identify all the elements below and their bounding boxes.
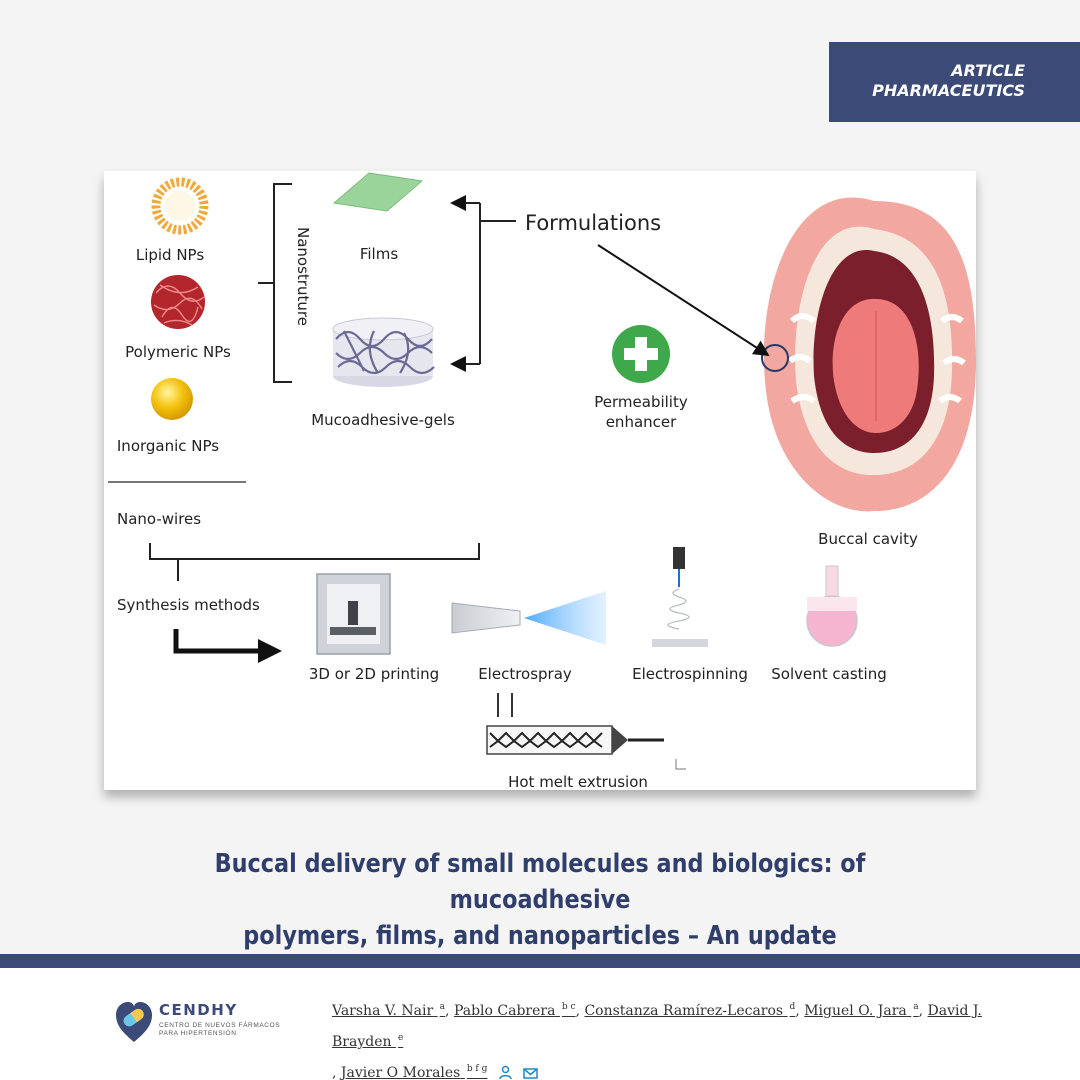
person-icon[interactable]: [498, 1065, 513, 1080]
logo-subtitle-1: CENTRO DE NUEVOS FÁRMACOS: [159, 1022, 280, 1030]
lipid-nps-label: Lipid NPs: [136, 246, 204, 264]
mucoadhesive-gels-label: Mucoadhesive-gels: [311, 411, 455, 429]
solvent-flask-icon: [807, 566, 857, 646]
author-link[interactable]: Javier O Morales b f g: [341, 1065, 487, 1080]
logo-subtitle-2: PARA HIPERTENSIÓN: [159, 1030, 280, 1038]
author-list: Varsha V. Nair a, Pablo Cabrera b c, Con…: [332, 994, 1032, 1080]
formulations-label: Formulations: [525, 211, 661, 235]
inorganic-np-icon: [151, 378, 193, 420]
electrospinning-label: Electrospinning: [632, 665, 748, 683]
printing-label: 3D or 2D printing: [309, 665, 439, 683]
author-link[interactable]: Pablo Cabrera b c: [454, 1003, 576, 1019]
hot-melt-extrusion-label: Hot melt extrusion: [508, 773, 648, 790]
nano-wires-label: Nano-wires: [117, 510, 201, 528]
article-category-badge: ARTICLE PHARMACEUTICS: [829, 42, 1080, 122]
electrospinning-icon: [652, 547, 708, 647]
inorganic-nps-label: Inorganic NPs: [117, 437, 219, 455]
synthesis-bracket: [150, 543, 479, 581]
films-label: Films: [360, 245, 398, 263]
envelope-icon[interactable]: [523, 1067, 538, 1080]
nanostructure-label: Nanostruture: [294, 227, 312, 326]
logo-name: CENDHY: [159, 1001, 280, 1019]
electrospray-label: Electrospray: [478, 665, 572, 683]
buccal-cavity-label: Buccal cavity: [818, 530, 918, 548]
cendhy-logo-text: CENDHY CENTRO DE NUEVOS FÁRMACOS PARA HI…: [159, 1001, 280, 1038]
polymeric-nps-label: Polymeric NPs: [125, 343, 231, 361]
synthesis-arrow: [176, 629, 258, 651]
permeability-label: Permeability: [594, 393, 687, 411]
hot-melt-extrusion-icon: [482, 685, 688, 775]
permeability-enhancer-icon: [612, 325, 670, 383]
formulations-connector: [452, 203, 516, 364]
buccal-cavity-illustration: [762, 198, 976, 512]
section-divider: [0, 954, 1080, 968]
author-link[interactable]: Constanza Ramírez-Lecaros d: [584, 1003, 795, 1019]
electrospray-icon: [452, 591, 606, 645]
article-title-line-2: polymers, films, and nanoparticles – An …: [127, 918, 953, 954]
3d-printer-icon: [317, 574, 390, 654]
film-icon: [334, 173, 422, 211]
badge-article-label: ARTICLE: [829, 61, 1025, 81]
author-link[interactable]: Miguel O. Jara a: [804, 1003, 918, 1019]
figure-illustration: [104, 171, 976, 790]
mucoadhesive-gel-icon: [333, 318, 434, 387]
author-link[interactable]: Varsha V. Nair a: [332, 1003, 445, 1019]
solvent-casting-label: Solvent casting: [771, 665, 886, 683]
synthesis-methods-label: Synthesis methods: [117, 596, 260, 614]
lipid-np-icon: [156, 182, 204, 230]
badge-category-label: PHARMACEUTICS: [829, 81, 1025, 101]
enhancer-label: enhancer: [606, 413, 677, 431]
graphical-abstract-figure: Lipid NPs Polymeric NPs Inorganic NPs Na…: [104, 171, 976, 790]
nanostructure-bracket: [274, 184, 292, 382]
polymeric-np-icon: [151, 275, 205, 329]
article-title-line-1: Buccal delivery of small molecules and b…: [127, 846, 953, 918]
article-title: Buccal delivery of small molecules and b…: [127, 846, 953, 954]
